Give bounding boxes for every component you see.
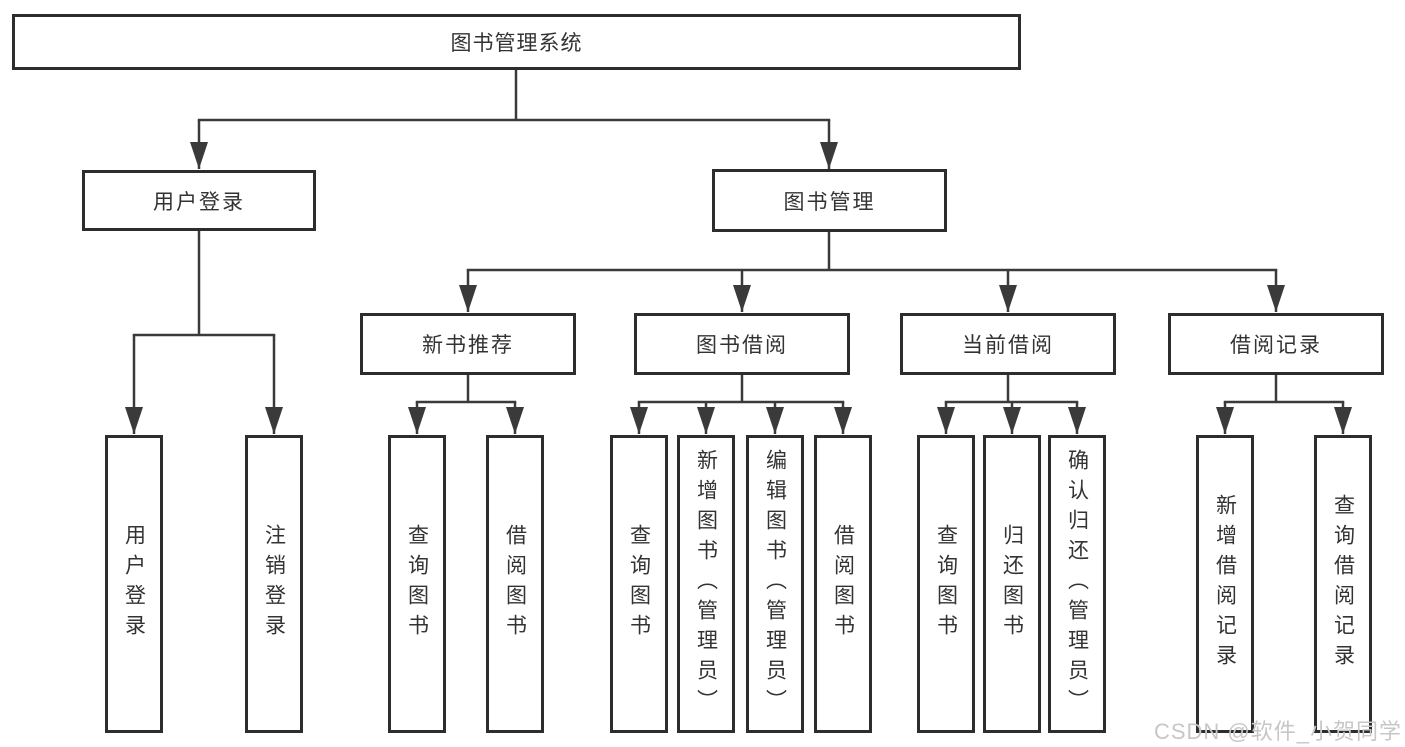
leaf-return-book: 归还图书 xyxy=(983,435,1041,733)
leaf-edit-book-admin-label: 编辑图书（管理员） xyxy=(763,449,787,719)
node-book-borrow: 图书借阅 xyxy=(634,313,850,375)
node-new-book-recommend: 新书推荐 xyxy=(360,313,576,375)
leaf-edit-book-admin: 编辑图书（管理员） xyxy=(746,435,804,733)
leaf-add-borrow-record-label: 新增借阅记录 xyxy=(1213,494,1237,674)
node-root-label: 图书管理系统 xyxy=(450,32,583,55)
leaf-confirm-return-admin-label: 确认归还（管理员） xyxy=(1065,449,1089,719)
node-book-management: 图书管理 xyxy=(712,169,947,232)
leaf-query-borrow-record: 查询借阅记录 xyxy=(1314,435,1372,733)
trunk-root xyxy=(197,70,831,122)
node-borrow-records: 借阅记录 xyxy=(1168,313,1384,375)
watermark: CSDN @软件_小贺同学 xyxy=(1153,719,1402,744)
leaf-query-books-borrow-label: 查询图书 xyxy=(627,524,651,644)
node-root: 图书管理系统 xyxy=(12,14,1021,70)
node-user-login: 用户登录 xyxy=(82,170,316,231)
trunk-book-borrow xyxy=(637,375,845,404)
leaf-query-books-current-label: 查询图书 xyxy=(934,524,958,644)
leaf-logout-label: 注销登录 xyxy=(262,524,286,644)
trunk-book-management xyxy=(466,232,1278,272)
leaf-query-books-borrow: 查询图书 xyxy=(610,435,668,733)
leaf-query-books-current: 查询图书 xyxy=(917,435,975,733)
trunk-user-login xyxy=(132,231,276,337)
leaf-borrow-books: 借阅图书 xyxy=(814,435,872,733)
trunk-borrow-records xyxy=(1223,375,1345,404)
node-current-borrow-label: 当前借阅 xyxy=(962,334,1054,357)
node-borrow-records-label: 借阅记录 xyxy=(1230,334,1322,357)
leaf-logout: 注销登录 xyxy=(245,435,303,733)
leaf-add-book-admin-label: 新增图书（管理员） xyxy=(694,449,718,719)
leaf-borrow-books-recommend: 借阅图书 xyxy=(486,435,544,733)
leaf-query-books-recommend: 查询图书 xyxy=(388,435,446,733)
leaf-user-login: 用户登录 xyxy=(105,435,163,733)
leaf-return-book-label: 归还图书 xyxy=(1000,524,1024,644)
leaf-borrow-books-label: 借阅图书 xyxy=(831,524,855,644)
leaf-query-books-recommend-label: 查询图书 xyxy=(405,524,429,644)
leaf-confirm-return-admin: 确认归还（管理员） xyxy=(1048,435,1106,733)
leaf-query-borrow-record-label: 查询借阅记录 xyxy=(1331,494,1355,674)
leaf-user-login-label: 用户登录 xyxy=(122,524,146,644)
node-new-book-recommend-label: 新书推荐 xyxy=(422,334,514,357)
node-user-login-label: 用户登录 xyxy=(153,190,245,214)
leaf-borrow-books-recommend-label: 借阅图书 xyxy=(503,524,527,644)
trunk-new-book xyxy=(415,375,517,404)
trunk-current-borrow xyxy=(944,375,1079,404)
leaf-add-book-admin: 新增图书（管理员） xyxy=(677,435,735,733)
node-current-borrow: 当前借阅 xyxy=(900,313,1116,375)
node-book-management-label: 图书管理 xyxy=(783,190,876,214)
leaf-add-borrow-record: 新增借阅记录 xyxy=(1196,435,1254,733)
node-book-borrow-label: 图书借阅 xyxy=(696,334,788,357)
